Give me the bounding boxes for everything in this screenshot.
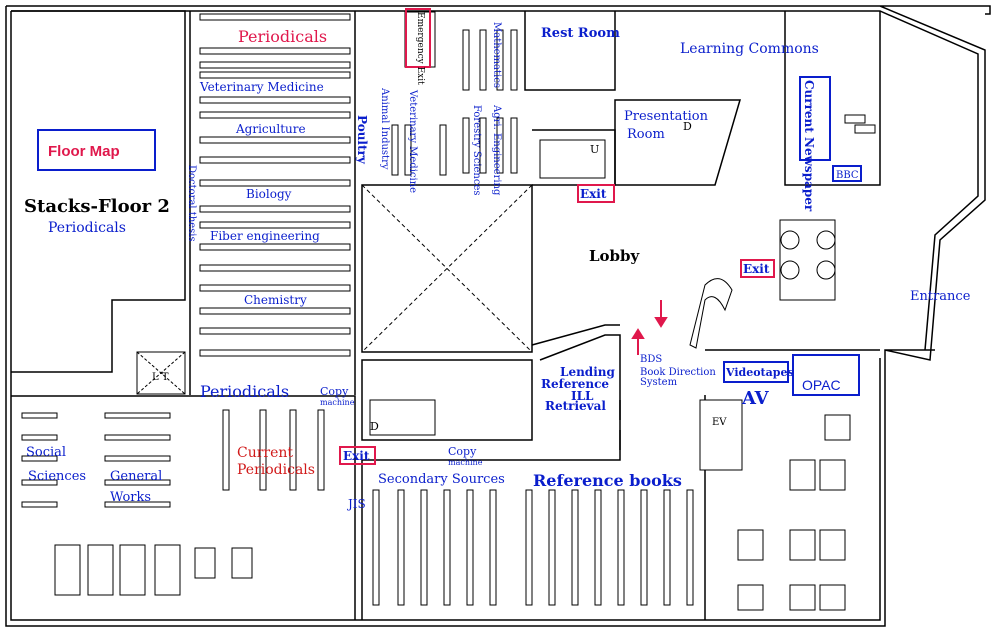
exit-label-3: Exit [343, 449, 370, 463]
copy-machine-1: Copy [320, 385, 349, 398]
reference-books-label: Reference books [533, 471, 682, 490]
exit-markers [37, 8, 862, 465]
emergency-exit-label: Emergency Exit [415, 12, 425, 85]
general-label-1: General [110, 469, 162, 484]
av-label: AV [741, 388, 770, 409]
social-label-2: Sciences [28, 469, 86, 484]
vet-med-vertical-label: Veterinary Medicine [407, 89, 418, 193]
ev-label: EV [712, 417, 727, 428]
exit-label-1: Exit [580, 187, 607, 201]
lending-label-3: ILL [571, 389, 594, 403]
copy-machine-1b: machine [320, 398, 355, 407]
current-periodicals-1: Current [237, 445, 293, 461]
agri-eng-label: Agri. Engineering [491, 104, 502, 196]
current-newspaper-label: Current Newspaper [802, 80, 816, 212]
jis-label: JIS [346, 497, 366, 511]
lobby-label: Lobby [589, 247, 641, 265]
periodicals-lower-label: Periodicals [200, 382, 289, 401]
rest-room-label: Rest Room [541, 26, 620, 41]
opac-label: OPAC [802, 377, 841, 393]
biology-label: Biology [246, 187, 292, 201]
mathematics-label: Mathematics [491, 22, 502, 88]
copy-machine-2b: machine [448, 458, 483, 467]
stacks-periodicals-label: Periodicals [48, 220, 126, 236]
periodicals-top-label: Periodicals [238, 27, 327, 46]
bds-desc-1: Book Direction [640, 367, 716, 378]
social-label-1: Social [26, 445, 66, 460]
copy-machine-2: Copy [448, 445, 477, 458]
forestry-label: Forestry Sciences [471, 105, 482, 196]
agriculture-label: Agriculture [235, 122, 306, 136]
presentation-label-1: Presentation [624, 109, 709, 124]
stair-up-label: U [590, 143, 599, 156]
shelves [21, 11, 876, 611]
poultry-label: Poultry [355, 115, 369, 165]
bds-desc-2: System [640, 377, 678, 388]
current-periodicals-2: Periodicals [237, 462, 315, 478]
bds-label: BDS [640, 354, 662, 365]
doctoral-label: Doctoral thesis [186, 165, 197, 242]
secondary-sources-label: Secondary Sources [378, 472, 505, 487]
animal-industry-label: Animal Industry [379, 87, 390, 170]
lt-label: L T [152, 372, 169, 383]
lending-label-2: Reference [541, 377, 609, 391]
bbc-label: BBC [836, 170, 859, 181]
floor-map-title: Floor Map [48, 143, 120, 160]
chemistry-label: Chemistry [244, 293, 307, 307]
stair-down-label: D [370, 420, 379, 433]
fiber-label: Fiber engineering [210, 229, 320, 243]
learning-commons-label: Learning Commons [680, 41, 819, 57]
bds-arrows [631, 300, 668, 355]
lending-label-4: Retrieval [545, 399, 606, 413]
stacks-floor-label: Stacks-Floor 2 [24, 196, 170, 217]
videotapes-label: Videotapes [725, 366, 794, 379]
veterinary-label: Veterinary Medicine [199, 80, 324, 94]
lending-label-1: Lending [560, 365, 615, 379]
entrance-label: Entrance [910, 289, 971, 304]
presentation-desk-label: D [683, 120, 692, 133]
general-label-2: Works [110, 490, 151, 505]
presentation-label-2: Room [627, 127, 665, 142]
exit-label-2: Exit [743, 262, 770, 276]
building-outline [5, 5, 991, 627]
